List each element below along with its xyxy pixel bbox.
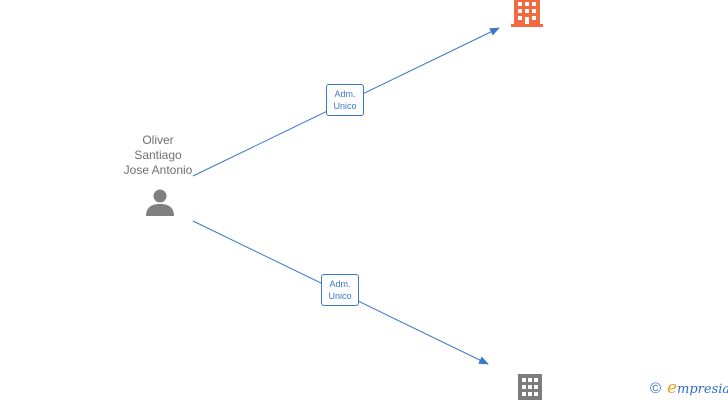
relation-label-line: Unico [328, 291, 352, 301]
relation-label-line: Unico [333, 101, 357, 111]
relation-label[interactable]: Adm. Unico [326, 84, 364, 116]
person-name[interactable]: Oliver Santiago Jose Antonio [108, 133, 208, 178]
brand-logo-e: e [666, 378, 678, 398]
person-name-line: Jose Antonio [123, 163, 193, 177]
relation-label-line: Adm. [329, 279, 351, 289]
person-icon[interactable] [146, 189, 174, 217]
copyright-symbol: © [650, 380, 662, 397]
person-name-line: Oliver [142, 133, 174, 147]
relation-label-line: Adm. [334, 89, 356, 99]
person-name-line: Santiago [134, 148, 182, 162]
building-icon[interactable] [518, 374, 542, 400]
relation-label[interactable]: Adm. Unico [321, 274, 359, 306]
building-icon[interactable] [511, 0, 543, 27]
brand-logo-text: mpresia [677, 382, 728, 397]
empresia-watermark: © empresia [650, 378, 728, 398]
